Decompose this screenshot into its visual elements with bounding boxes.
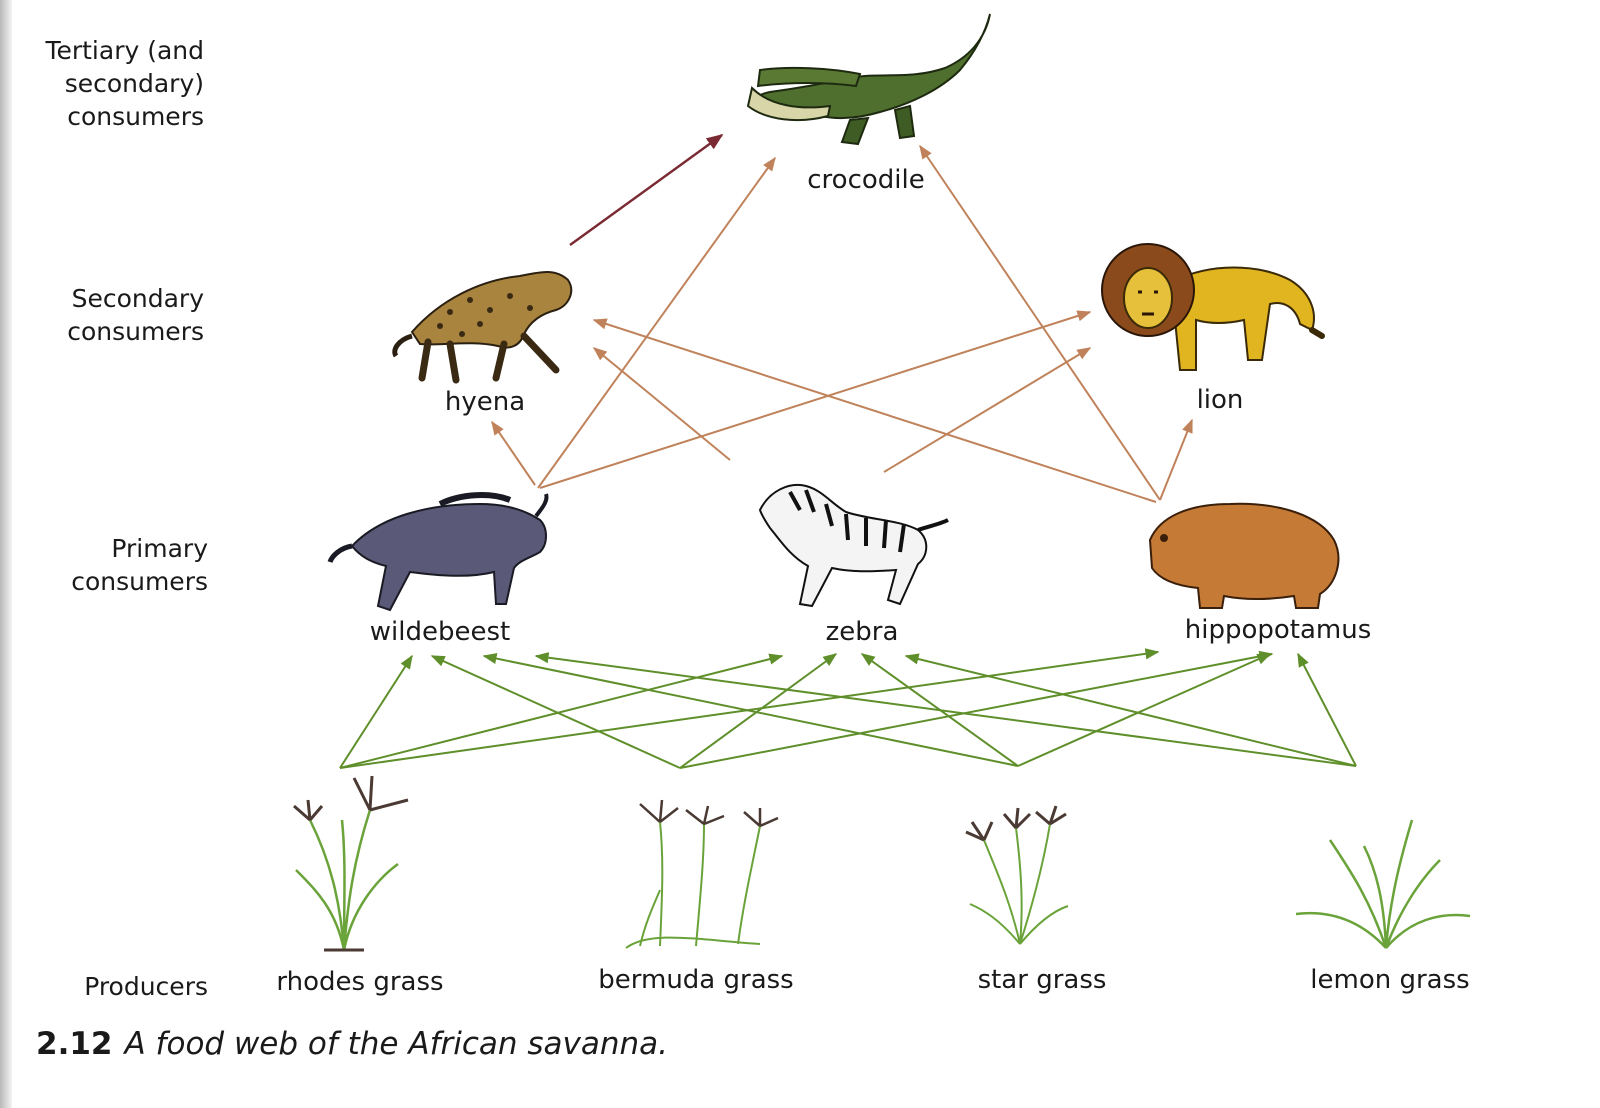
arrow-lemon-grass-to-hippopotamus — [1297, 652, 1357, 767]
crocodile-illustration — [746, 13, 991, 146]
hippopotamus-illustration — [1148, 502, 1340, 609]
arrow-rhodes-grass-to-zebra — [339, 653, 784, 769]
arrow-zebra-to-hyena — [592, 347, 731, 461]
arrow-star-grass-to-hippopotamus — [1017, 653, 1272, 767]
arrow-star-grass-to-wildebeest — [482, 653, 1019, 767]
label-lion: lion — [1196, 385, 1244, 415]
caption-text: A food web of the African savanna. — [124, 1026, 669, 1062]
zebra-illustration — [758, 484, 949, 608]
arrow-rhodes-grass-to-wildebeest — [339, 654, 413, 769]
arrows-layer — [339, 134, 1357, 769]
arrow-hyena-to-crocodile — [569, 134, 724, 246]
label-rhodes-grass: rhodes grass — [276, 967, 444, 997]
arrow-hippopotamus-to-crocodile — [919, 144, 1161, 501]
label-hyena: hyena — [444, 387, 526, 417]
figure-caption: 2.12 A food web of the African savanna. — [36, 1024, 668, 1064]
label-crocodile: crocodile — [807, 165, 925, 195]
bermuda-grass-illustration — [625, 799, 779, 949]
label-bermuda-grass: bermuda grass — [598, 965, 794, 995]
star-grass-illustration — [965, 805, 1069, 945]
rhodes-grass-illustration — [293, 775, 409, 952]
arrow-lemon-grass-to-zebra — [904, 653, 1357, 767]
paper-edge — [0, 0, 12, 1108]
arrow-bermuda-grass-to-wildebeest — [430, 655, 681, 769]
label-star-grass: star grass — [977, 965, 1107, 995]
label-wildebeest: wildebeest — [369, 617, 511, 647]
arrow-hippopotamus-to-hyena — [592, 318, 1157, 503]
lemon-grass-illustration — [1295, 819, 1471, 949]
arrow-hippopotamus-to-lion — [1159, 418, 1193, 501]
hyena-illustration — [392, 271, 573, 384]
arrow-wildebeest-to-crocodile — [537, 156, 776, 489]
level-label-primary: Primary consumers — [71, 534, 208, 596]
label-lemon-grass: lemon grass — [1310, 965, 1470, 995]
arrow-zebra-to-lion — [883, 347, 1092, 473]
label-hippopotamus: hippopotamus — [1184, 615, 1372, 645]
level-label-producers: Producers — [84, 972, 208, 1001]
arrow-lemon-grass-to-wildebeest — [534, 652, 1357, 767]
caption-number: 2.12 — [36, 1026, 113, 1062]
level-label-secondary: Secondary consumers — [67, 284, 204, 346]
wildebeest-illustration — [327, 492, 549, 612]
arrow-bermuda-grass-to-hippopotamus — [679, 650, 1274, 769]
lion-illustration — [1101, 243, 1325, 371]
arrow-bermuda-grass-to-zebra — [679, 653, 838, 769]
label-zebra: zebra — [825, 617, 899, 647]
level-label-tertiary: Tertiary (and secondary) consumers — [45, 36, 204, 131]
arrow-wildebeest-to-hyena — [491, 420, 536, 486]
arrow-wildebeest-to-lion — [539, 310, 1092, 489]
